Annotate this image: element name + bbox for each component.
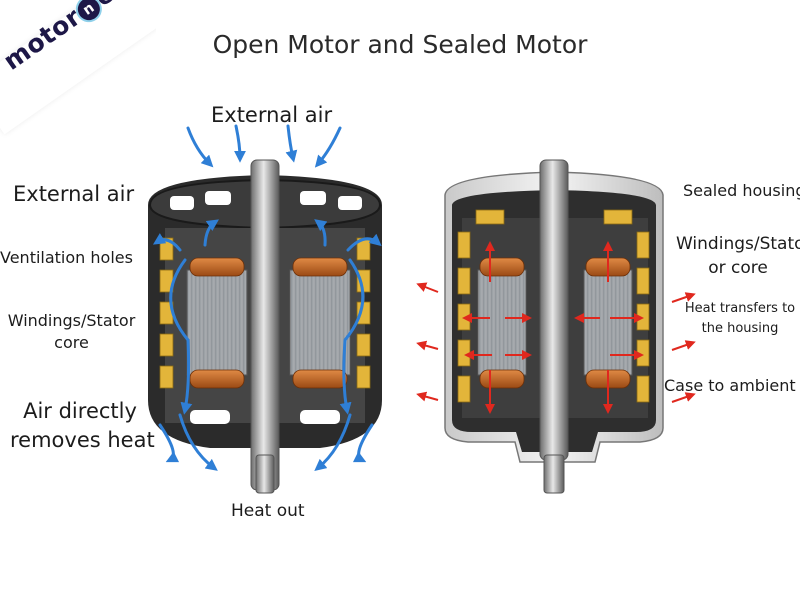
open-windings-line1: Windings/Stator — [7, 311, 136, 330]
sealed-windings-label: Windings/Stator or core — [676, 234, 800, 278]
open-motor-shaft — [250, 159, 280, 491]
heat-out-label: Heat out — [231, 501, 305, 521]
heat-transfer-label: Heat transfers to the housing — [680, 299, 800, 339]
open-windings-line2: core — [54, 333, 89, 352]
open-motor-vent-holes — [170, 191, 362, 210]
open-motor-bottom-vents — [190, 410, 340, 424]
sealed-housing-label: Sealed housing — [683, 181, 800, 200]
air-removes-heat-label: Air directly removes heat — [10, 397, 155, 455]
case-to-ambient-label: Case to ambient — [664, 376, 796, 395]
ventilation-holes-label: Ventilation holes — [0, 248, 133, 267]
heat-line1: Heat transfers to — [684, 301, 796, 316]
open-motor-stator-left — [186, 269, 248, 376]
open-motor — [148, 124, 382, 494]
open-motor-windings — [189, 257, 348, 389]
air-line2: removes heat — [10, 428, 155, 452]
sealed-motor-internal-heat-arrows — [462, 241, 644, 414]
air-line1: Air directly — [23, 399, 137, 423]
sealed-motor-shaft — [539, 159, 569, 461]
heat-line2: the housing — [701, 321, 779, 336]
page-title: Open Motor and Sealed Motor — [212, 30, 588, 59]
sealed-motor-stator-left — [477, 269, 527, 376]
sealed-motor-pads — [457, 209, 650, 403]
open-motor-air-arrows — [152, 124, 382, 472]
sealed-motor-external-heat-arrows — [416, 282, 696, 403]
sealed-motor-stator-right — [583, 269, 633, 376]
open-top-air-label: External air — [211, 103, 333, 127]
open-side-air-label: External air — [13, 182, 135, 206]
sealed-motor — [416, 159, 696, 494]
open-motor-stator-right — [289, 269, 351, 376]
sealed-windings-line2: or core — [708, 258, 768, 278]
open-windings-label: Windings/Stator core — [3, 311, 140, 352]
sealed-windings-line1: Windings/Stator — [676, 234, 800, 254]
